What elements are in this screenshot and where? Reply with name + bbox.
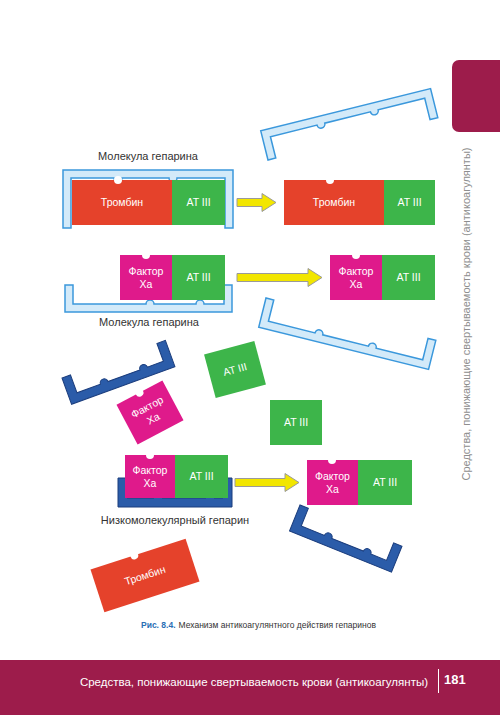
piece-label: AT III — [181, 470, 223, 482]
puzzle-piece: AT III — [358, 460, 412, 505]
puzzle-piece: AT III — [204, 341, 266, 398]
puzzle-notch — [142, 251, 150, 259]
puzzle-piece: AT III — [382, 255, 435, 300]
page-number: 181 — [444, 673, 488, 687]
released-lmw-heparin — [290, 505, 402, 572]
reaction-arrow — [235, 474, 299, 492]
footer-title: Средства, понижающие свертываемость кров… — [40, 675, 428, 689]
puzzle-notch — [129, 550, 139, 560]
piece-label: Тромбин — [101, 196, 143, 208]
piece-text: AT III — [275, 416, 317, 428]
puzzle-piece: Тромбин — [72, 180, 172, 225]
puzzle-piece: AT III — [175, 455, 228, 498]
heparin-molecule: Молекула гепарина Фактор Ха AT III — [62, 250, 236, 332]
piece-label: Фактор Ха — [129, 464, 171, 488]
released-heparin — [259, 298, 436, 369]
puzzle-notch — [328, 456, 336, 464]
piece-label: Фактор Ха — [125, 265, 167, 289]
puzzle-piece: Фактор Ха — [116, 380, 183, 444]
reaction-arrow — [237, 269, 322, 287]
puzzle-piece: AT III — [172, 255, 225, 300]
footer-separator — [438, 669, 439, 693]
puzzle-notch — [326, 176, 334, 184]
puzzle-notch — [134, 387, 145, 398]
piece-text: Тромбин — [313, 196, 355, 208]
piece-text: AT III — [388, 271, 430, 283]
puzzle-notch — [146, 451, 154, 459]
piece-label: AT III — [178, 196, 220, 208]
piece-label: Тромбин — [313, 196, 355, 208]
section-tab — [452, 60, 500, 132]
puzzle-piece: Фактор Ха — [125, 455, 175, 498]
heparin-bracket — [63, 170, 233, 228]
piece-text: Тромбин — [101, 196, 143, 208]
puzzle-notch — [114, 176, 122, 184]
piece-label: AT III — [275, 416, 317, 428]
piece-label: AT III — [388, 271, 430, 283]
piece-text: Фактор Ха — [126, 392, 174, 433]
puzzle-piece: Тромбин — [284, 180, 384, 225]
piece-label: AT III — [178, 271, 220, 283]
puzzle-piece: AT III — [270, 400, 322, 445]
piece-label: AT III — [213, 358, 257, 381]
piece-text: Фактор Ха — [335, 265, 377, 289]
puzzle-piece: Тромбин — [90, 539, 199, 613]
piece-label: AT III — [364, 476, 406, 488]
heparin-molecule: Молекула гепаринаТромбин AT III — [60, 148, 236, 230]
piece-text: AT III — [389, 196, 431, 208]
piece-text: AT III — [364, 476, 406, 488]
piece-text: Фактор Ха — [312, 470, 354, 494]
figure-caption-line: Рис. 8.4.Механизм антикоагулянтного дейс… — [141, 620, 376, 630]
piece-text: AT III — [178, 271, 220, 283]
figure-caption: Механизм антикоагулянтного действия гепа… — [179, 620, 376, 630]
puzzle-notch — [352, 251, 360, 259]
piece-text: AT III — [181, 470, 223, 482]
heparin-molecule: Низкомолекулярный гепаринФактор ХаAT III — [116, 452, 234, 530]
molecule-label: Молекула гепарина — [98, 150, 198, 162]
piece-text: AT III — [178, 196, 220, 208]
molecule-label: Низкомолекулярный гепарин — [101, 514, 249, 526]
puzzle-piece: Фактор Ха — [120, 255, 172, 300]
piece-text: Фактор Ха — [125, 265, 167, 289]
puzzle-piece: Фактор Ха — [330, 255, 382, 300]
piece-text: Тромбин — [123, 563, 167, 588]
figure-number: Рис. 8.4. — [141, 620, 176, 630]
piece-text: Фактор Ха — [129, 464, 171, 488]
puzzle-piece: Фактор Ха — [307, 460, 358, 505]
puzzle-piece: AT III — [172, 180, 225, 225]
released-heparin — [261, 89, 438, 160]
piece-label: AT III — [389, 196, 431, 208]
piece-label: Тромбин — [123, 563, 167, 588]
piece-text: AT III — [213, 358, 257, 381]
molecule-label: Молекула гепарина — [99, 316, 199, 328]
piece-label: Фактор Ха — [126, 392, 174, 433]
side-running-title: Средства, понижающие свертываемость кров… — [459, 139, 473, 489]
reaction-arrow — [237, 194, 276, 212]
piece-label: Фактор Ха — [312, 470, 354, 494]
puzzle-piece: AT III — [384, 180, 435, 225]
piece-label: Фактор Ха — [335, 265, 377, 289]
